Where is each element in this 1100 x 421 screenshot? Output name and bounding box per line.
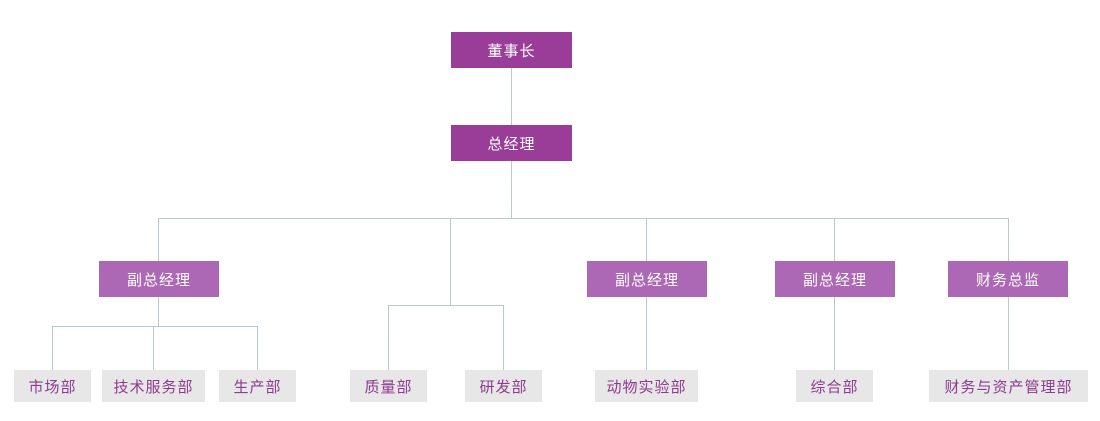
node-general-manager[interactable]: 总经理 [451,125,572,161]
node-marketing-dept[interactable]: 市场部 [14,370,91,402]
node-finance-director[interactable]: 财务总监 [948,261,1068,297]
node-tech-service-dept[interactable]: 技术服务部 [102,370,205,402]
node-finance-asset-dept[interactable]: 财务与资产管理部 [929,370,1088,402]
node-chairman[interactable]: 董事长 [451,32,572,68]
node-deputy-gm-3[interactable]: 副总经理 [775,261,895,297]
node-production-dept[interactable]: 生产部 [219,370,296,402]
node-deputy-gm-1[interactable]: 副总经理 [99,261,219,297]
node-quality-dept[interactable]: 质量部 [350,370,427,402]
node-animal-lab-dept[interactable]: 动物实验部 [595,370,698,402]
node-deputy-gm-2[interactable]: 副总经理 [587,261,707,297]
node-general-affairs-dept[interactable]: 综合部 [796,370,873,402]
node-rd-dept[interactable]: 研发部 [465,370,542,402]
